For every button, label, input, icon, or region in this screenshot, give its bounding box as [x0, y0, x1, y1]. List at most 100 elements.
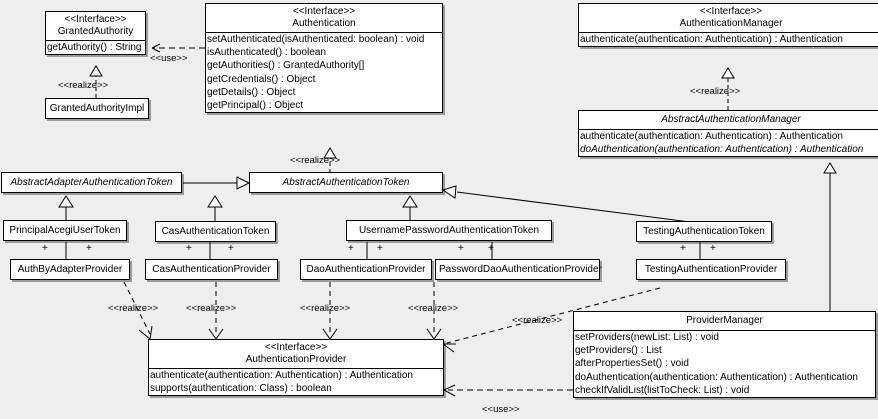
class-header: AbstractAdapterAuthenticationToken	[2, 173, 181, 192]
class-header: ProviderManager	[574, 312, 875, 330]
operation-row: supports(authentication: Class) : boolea…	[150, 383, 332, 395]
class-name-label: AbstractAdapterAuthenticationToken	[10, 177, 173, 188]
operation-row: checkIfValidList(listToCheck: List) : vo…	[575, 384, 750, 396]
operations-compartment: authenticate(authentication: Authenticat…	[149, 369, 443, 395]
class-header: <<Interface>> AuthenticationManager	[579, 4, 878, 32]
assoc-end-marker: +	[458, 243, 464, 254]
class-name-label: UsernamePasswordAuthenticationToken	[358, 225, 540, 236]
operations-compartment: authenticate(authentication: Authenticat…	[579, 130, 878, 156]
operations-compartment: getAuthority() : String	[46, 41, 145, 54]
class-name-label: AuthenticationManager	[679, 18, 783, 29]
operation-row: doAuthentication(authentication: Authent…	[580, 144, 864, 156]
class-password-dao-authentication-provider[interactable]: PasswordDaoAuthenticationProvider	[435, 259, 602, 280]
class-header: <<Interface>> GrantedAuthority	[46, 12, 145, 40]
operation-row: isAuthenticated() : boolean	[207, 47, 326, 59]
edge-label-use-granted-authority: <<use>>	[150, 53, 188, 64]
class-name-label: CasAuthenticationToken	[161, 226, 270, 237]
operation-row: getDetails() : Object	[207, 86, 296, 98]
compartment-divider	[574, 330, 875, 331]
edge-generalize-abstract-authentication-manager	[823, 162, 837, 311]
class-abstract-adapter-authentication-token[interactable]: AbstractAdapterAuthenticationToken	[1, 172, 182, 193]
class-principal-acegi-user-token[interactable]: PrincipalAcegiUserToken	[3, 220, 127, 241]
class-testing-authentication-token[interactable]: TestingAuthenticationToken	[636, 221, 772, 242]
assoc-end-marker: +	[186, 243, 192, 254]
edge-label-realize-auth-by-adapter: <<realize>>	[108, 303, 159, 314]
edge-generalize-abstract-token-cas	[207, 195, 223, 221]
class-authentication-provider[interactable]: <<Interface>> AuthenticationProvider aut…	[148, 339, 444, 397]
compartment-divider	[206, 32, 442, 33]
assoc-end-marker: +	[42, 243, 48, 254]
class-header: DaoAuthenticationProvider	[301, 260, 431, 279]
class-header: <<Interface>> Authentication	[206, 4, 442, 32]
class-provider-manager[interactable]: ProviderManager setProviders(newList: Li…	[573, 311, 876, 398]
class-header: <<Interface>> AuthenticationProvider	[149, 340, 443, 368]
edge-label-realize-granted-authority-impl: <<realize>>	[58, 80, 109, 91]
class-dao-authentication-provider[interactable]: DaoAuthenticationProvider	[300, 259, 432, 280]
assoc-end-marker: +	[86, 243, 92, 254]
class-authentication-manager[interactable]: <<Interface>> AuthenticationManager auth…	[578, 3, 878, 48]
class-name-label: Authentication	[292, 18, 356, 29]
class-header: AuthByAdapterProvider	[11, 260, 129, 279]
class-name-label: DaoAuthenticationProvider	[306, 264, 426, 275]
edge-label-realize-authentication: <<realize>>	[290, 155, 341, 166]
edge-label-use-provider-manager: <<use>>	[482, 404, 520, 415]
class-name-label: PasswordDaoAuthenticationProvider	[439, 264, 602, 275]
operations-compartment: setAuthenticated(isAuthenticated: boolea…	[206, 33, 442, 112]
class-name-label: GrantedAuthority	[57, 26, 134, 37]
class-cas-authentication-token[interactable]: CasAuthenticationToken	[155, 221, 276, 242]
operation-row: getPrincipal() : Object	[207, 99, 304, 111]
class-testing-authentication-provider[interactable]: TestingAuthenticationProvider	[636, 259, 786, 280]
operation-row: doAuthentication(authentication: Authent…	[575, 371, 858, 383]
class-abstract-authentication-manager[interactable]: AbstractAuthenticationManager authentica…	[578, 110, 878, 158]
class-header: GrantedAuthorityImpl	[46, 99, 148, 118]
edge-label-realize-password-dao-provider: <<realize>>	[408, 303, 459, 314]
class-name-label: CasAuthenticationProvider	[152, 264, 271, 275]
assoc-end-marker: +	[680, 243, 686, 254]
assoc-end-marker: +	[710, 243, 716, 254]
operation-row: authenticate(authentication: Authenticat…	[580, 34, 843, 45]
compartment-divider	[149, 368, 443, 369]
operations-compartment: authenticate(authentication: Authenticat…	[579, 33, 878, 46]
assoc-end-marker: +	[348, 243, 354, 254]
class-header: TestingAuthenticationProvider	[637, 260, 785, 279]
class-auth-by-adapter-provider[interactable]: AuthByAdapterProvider	[10, 259, 130, 280]
assoc-end-marker: +	[377, 243, 383, 254]
class-name-label: GrantedAuthorityImpl	[49, 103, 145, 114]
class-header: UsernamePasswordAuthenticationToken	[347, 221, 551, 240]
stereotype-label: <<Interface>>	[264, 342, 328, 353]
compartment-divider	[579, 32, 878, 33]
edge-generalize-abstract-token-userpass	[402, 195, 418, 220]
class-authentication[interactable]: <<Interface>> Authentication setAuthenti…	[205, 3, 443, 114]
compartment-divider	[46, 40, 145, 41]
class-header: PasswordDaoAuthenticationProvider	[436, 260, 602, 279]
operation-row: getAuthority() : String	[47, 42, 142, 53]
class-username-password-authentication-token[interactable]: UsernamePasswordAuthenticationToken	[346, 220, 552, 241]
compartment-divider	[579, 129, 878, 130]
class-name-label: AuthenticationProvider	[245, 354, 347, 365]
operation-row: afterPropertiesSet() : void	[575, 358, 689, 370]
operation-row: authenticate(authentication: Authenticat…	[580, 131, 843, 142]
class-header: CasAuthenticationToken	[156, 222, 275, 241]
edge-generalize-abstract-adapter-token	[58, 195, 74, 220]
edge-label-realize-cas-provider: <<realize>>	[186, 303, 237, 314]
class-header: AbstractAuthenticationToken	[250, 173, 442, 192]
class-cas-authentication-provider[interactable]: CasAuthenticationProvider	[145, 259, 278, 280]
edge-label-realize-provider-manager: <<realize>>	[512, 315, 563, 326]
class-name-label: TestingAuthenticationToken	[643, 226, 765, 237]
operation-row: setAuthenticated(isAuthenticated: boolea…	[207, 34, 425, 45]
assoc-end-marker: +	[228, 243, 234, 254]
class-header: AbstractAuthenticationManager	[579, 111, 878, 129]
class-granted-authority-impl[interactable]: GrantedAuthorityImpl	[45, 98, 149, 119]
class-name-label: AbstractAuthenticationManager	[661, 114, 801, 125]
class-name-label: AbstractAuthenticationToken	[282, 177, 410, 188]
assoc-end-marker: +	[488, 243, 494, 254]
operation-row: setProviders(newList: List) : void	[575, 332, 719, 343]
stereotype-label: <<Interface>>	[64, 14, 127, 25]
class-header: TestingAuthenticationToken	[637, 222, 771, 241]
class-abstract-authentication-token[interactable]: AbstractAuthenticationToken	[249, 172, 443, 193]
class-granted-authority[interactable]: <<Interface>> GrantedAuthority getAuthor…	[45, 11, 146, 56]
operation-row: getProviders() : List	[575, 345, 662, 357]
edge-label-realize-dao-provider: <<realize>>	[300, 303, 351, 314]
stereotype-label: <<Interface>>	[699, 6, 763, 17]
